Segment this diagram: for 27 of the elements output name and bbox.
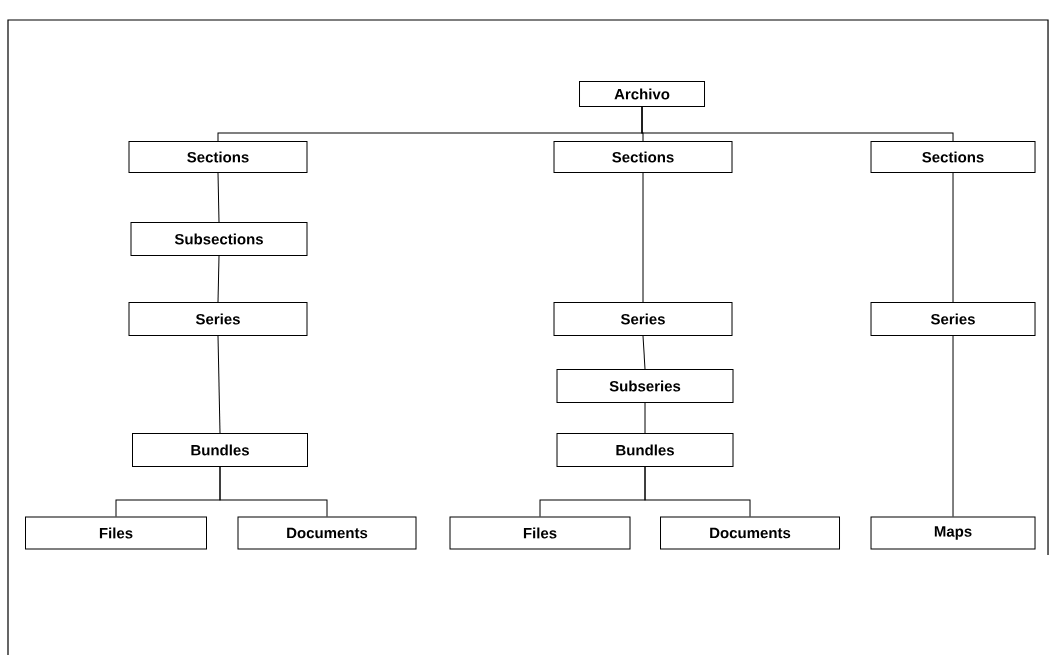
connector	[952, 172, 954, 303]
box: Archivo	[579, 81, 705, 107]
box: Series	[553, 302, 733, 336]
connector	[217, 172, 220, 223]
box: Subsections	[130, 222, 308, 256]
connector	[642, 172, 644, 303]
box: Maps	[870, 516, 1036, 550]
box: Sections	[553, 141, 733, 173]
connector	[952, 335, 954, 517]
connector	[217, 335, 221, 434]
connector	[219, 466, 328, 517]
box: Series	[128, 302, 308, 336]
box: Bundles	[556, 433, 734, 467]
box: Subseries	[556, 369, 734, 403]
connector	[641, 106, 954, 142]
connector	[644, 466, 751, 517]
box: Files	[449, 516, 631, 550]
box: Documents	[237, 516, 417, 550]
box: Sections	[870, 141, 1036, 173]
box: Files	[25, 516, 207, 550]
box: Series	[870, 302, 1036, 336]
box: Sections	[128, 141, 308, 173]
connector	[642, 335, 646, 370]
connector	[217, 255, 220, 303]
connector	[644, 402, 646, 434]
box: Bundles	[132, 433, 308, 467]
box: Documents	[660, 516, 840, 550]
